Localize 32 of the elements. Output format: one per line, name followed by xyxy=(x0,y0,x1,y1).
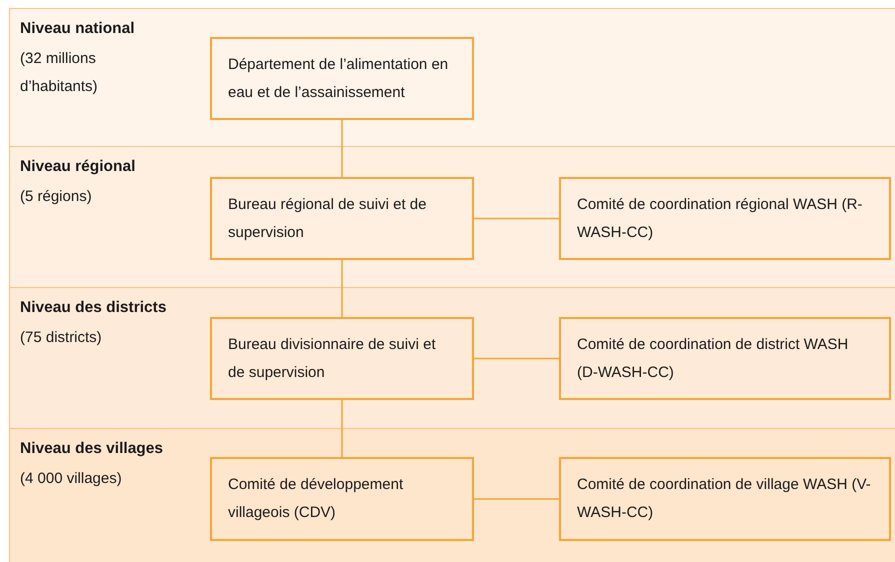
level-count: (5 régions) xyxy=(20,187,93,207)
level-count: (75 districts) xyxy=(20,328,103,348)
connector-line xyxy=(474,218,559,220)
org-box xyxy=(559,177,891,260)
level-band xyxy=(9,428,895,562)
level-title: Niveau national xyxy=(20,19,135,39)
connector-line xyxy=(341,120,343,177)
level-title: Niveau régional xyxy=(20,157,136,177)
level-title: Niveau des villages xyxy=(20,439,164,459)
box-label: Bureau divisionnaire de suivi et de supervision xyxy=(228,335,437,383)
org-box xyxy=(210,457,474,541)
box-label: Comité de développement villageois (CDV) xyxy=(228,475,404,523)
level-title: Niveau des districts xyxy=(20,298,166,318)
org-box xyxy=(210,37,474,120)
box-label: Comité de coordination de district WASH (D-WASH-CC) xyxy=(577,335,850,383)
box-label: Comité de coordination de village WASH (V-WASH-CC) xyxy=(577,475,872,523)
org-box xyxy=(210,317,474,400)
org-box xyxy=(559,317,891,400)
box-label: Comité de coordination régional WASH (R-WASH-CC) xyxy=(577,195,864,243)
connector-line xyxy=(474,498,559,500)
connector-line xyxy=(474,358,559,360)
level-band xyxy=(9,146,895,287)
level-count: (32 millions d’habitants) xyxy=(20,49,99,97)
level-count: (4 000 villages) xyxy=(20,469,123,489)
connector-line xyxy=(341,260,343,317)
box-label: Bureau régional de suivi et de supervision xyxy=(228,195,428,243)
level-band xyxy=(9,8,895,146)
level-band xyxy=(9,287,895,428)
box-label: Département de l’alimentation en eau et de l’assainissement xyxy=(228,55,450,103)
org-box xyxy=(210,177,474,260)
org-box xyxy=(559,457,891,541)
connector-line xyxy=(341,400,343,457)
